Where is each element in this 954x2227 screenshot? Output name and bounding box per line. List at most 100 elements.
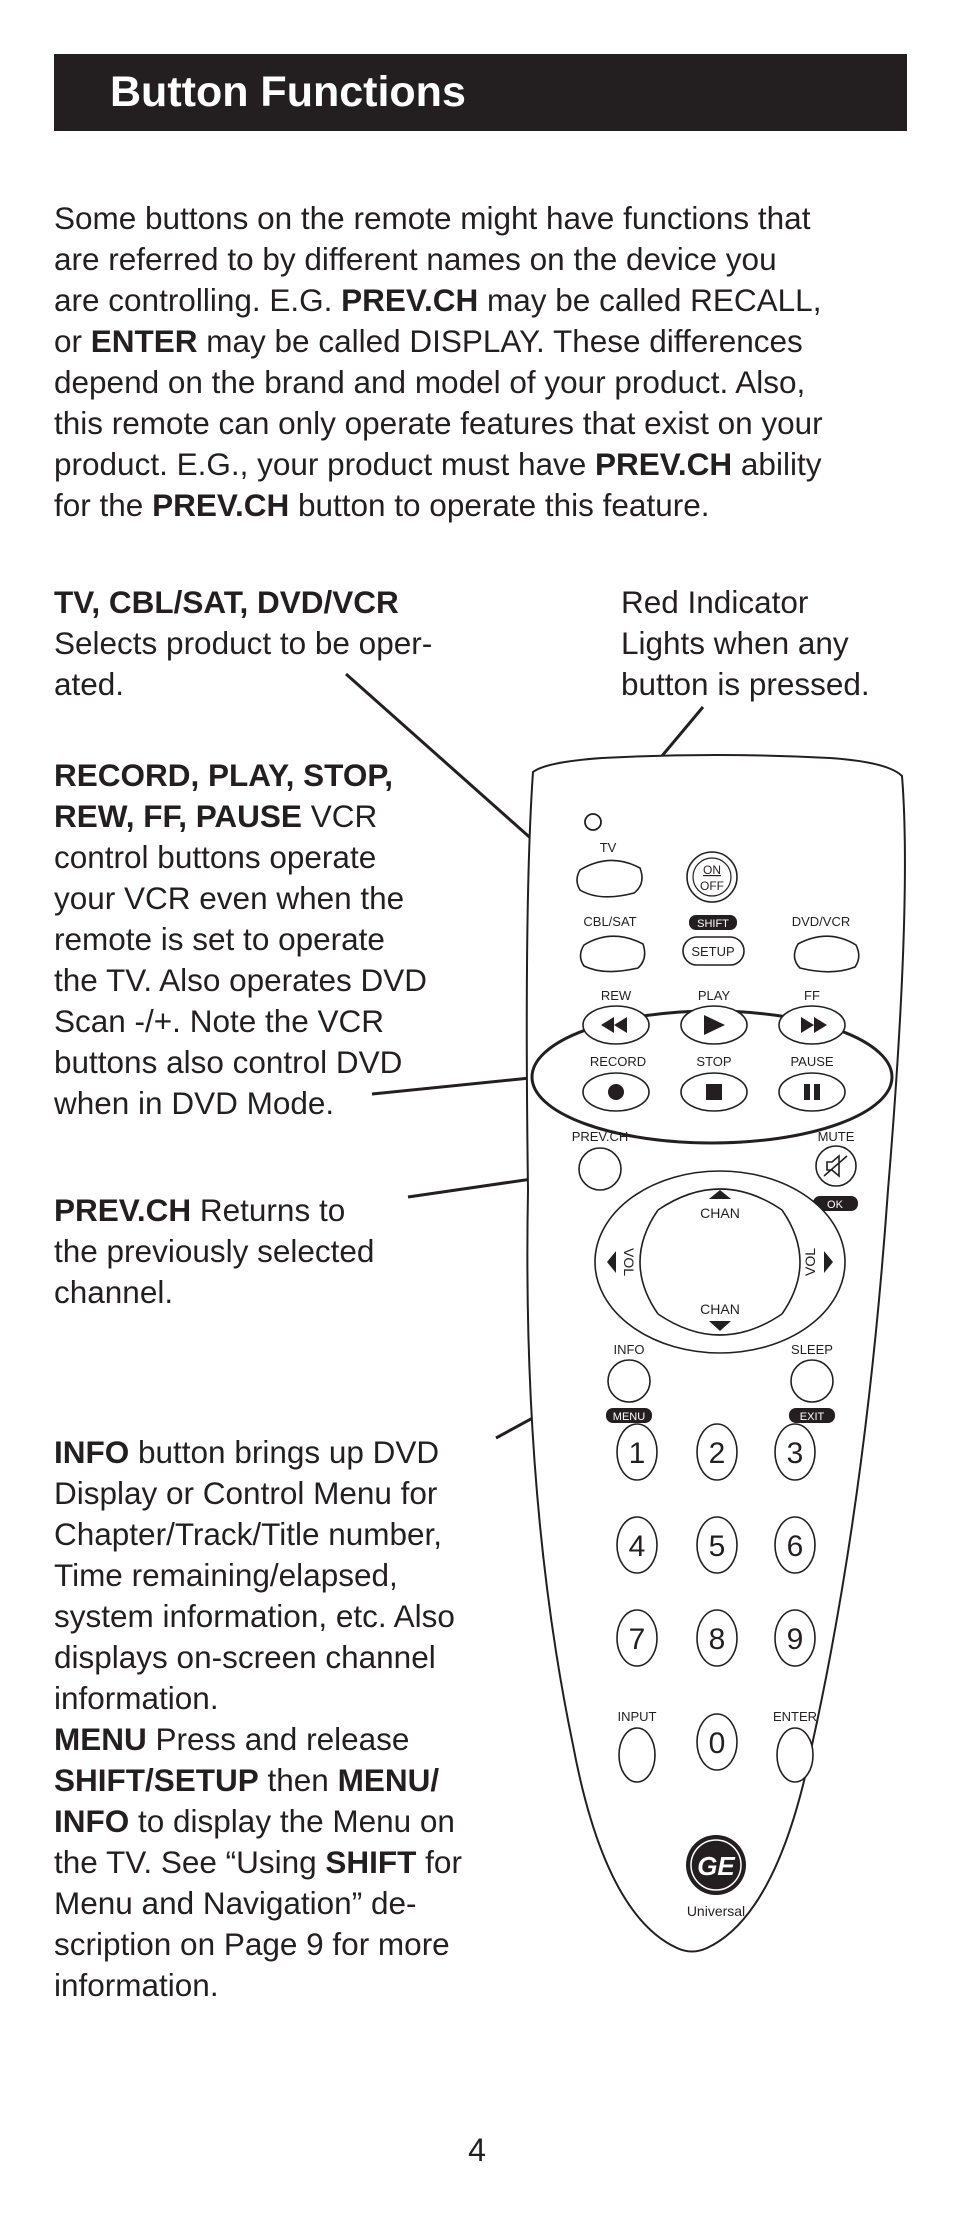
ok-tag xyxy=(813,1196,858,1211)
text-span: for xyxy=(416,1844,462,1880)
text-span: or xyxy=(54,323,91,359)
text-span: may be called RECALL, xyxy=(478,282,822,318)
power-button[interactable] xyxy=(686,851,738,903)
page-title: Button Functions xyxy=(110,68,466,116)
text-span: your VCR even when the xyxy=(54,880,405,916)
digit-label-5: 5 xyxy=(709,1530,726,1563)
text-span: the previously selected xyxy=(54,1233,375,1269)
record-icon xyxy=(608,1084,624,1100)
digit-label-3: 3 xyxy=(787,1437,804,1470)
digit-button-3[interactable] xyxy=(774,1423,816,1481)
digit-button-1[interactable] xyxy=(616,1423,658,1481)
info-button-label: INFO xyxy=(613,1342,644,1357)
text-span: Some buttons on the remote might have fu… xyxy=(54,200,811,236)
text-line: or ENTER may be called DISPLAY. These di… xyxy=(54,321,914,362)
ge-logo-ring xyxy=(690,1839,742,1891)
cbl-sat-button-label: CBL/SAT xyxy=(583,914,636,929)
power-on-label: ON xyxy=(703,863,721,877)
digit-button-0[interactable] xyxy=(696,1713,738,1771)
text-span: depend on the brand and model of your pr… xyxy=(54,364,806,400)
vol-down-button[interactable] xyxy=(639,1209,659,1315)
text-span: Lights when any xyxy=(621,625,849,661)
text-span: when in DVD Mode. xyxy=(54,1085,335,1121)
bold-term: REW, FF, PAUSE xyxy=(54,798,302,834)
text-span: information. xyxy=(54,1967,219,2003)
text-span: Scan -/+. Note the VCR xyxy=(54,1003,385,1039)
digit-button-2[interactable] xyxy=(696,1423,738,1481)
text-line: Display or Control Menu for xyxy=(54,1473,514,1514)
digit-button-9[interactable] xyxy=(774,1609,816,1667)
digit-button-4[interactable] xyxy=(616,1516,658,1574)
text-span: Selects product to be oper- xyxy=(54,625,433,661)
text-line: for the PREV.CH button to operate this f… xyxy=(54,485,914,526)
bold-term: ENTER xyxy=(90,323,198,359)
text-line: Scan -/+. Note the VCR xyxy=(54,1001,454,1042)
text-line: the TV. See “Using SHIFT for xyxy=(54,1842,514,1883)
text-line: RECORD, PLAY, STOP, xyxy=(54,755,454,796)
text-line: PREV.CH Returns to xyxy=(54,1190,454,1231)
menu-tag xyxy=(606,1408,652,1423)
brand-label: Universal xyxy=(687,1903,745,1919)
enter-button[interactable] xyxy=(776,1727,814,1783)
text-line: depend on the brand and model of your pr… xyxy=(54,362,914,403)
text-line: Selects product to be oper- xyxy=(54,623,494,664)
input-button[interactable] xyxy=(618,1727,656,1783)
text-span: information. xyxy=(54,1680,219,1716)
callout-info-menu: INFO button brings up DVD Display or Cont… xyxy=(54,1432,514,2006)
prev-ch-button[interactable] xyxy=(578,1147,622,1191)
text-span: then xyxy=(258,1762,338,1798)
bold-term: PREV.CH xyxy=(341,282,479,318)
text-span: Menu and Navigation” de- xyxy=(54,1885,417,1921)
text-span: ated. xyxy=(54,666,125,702)
text-line: Chapter/Track/Title number, xyxy=(54,1514,514,1555)
chan-up-button[interactable] xyxy=(657,1188,783,1211)
digit-button-5[interactable] xyxy=(696,1516,738,1574)
input-button-label: INPUT xyxy=(618,1709,657,1724)
text-span: ability xyxy=(732,446,822,482)
sleep-button[interactable] xyxy=(790,1359,834,1403)
red-indicator-light xyxy=(584,813,602,831)
text-line: the previously selected xyxy=(54,1231,454,1272)
text-line: information. xyxy=(54,1678,514,1719)
pause-button[interactable] xyxy=(778,1072,846,1112)
text-span: for the xyxy=(54,487,153,523)
pause-button-label: PAUSE xyxy=(790,1054,833,1069)
exit-tag xyxy=(789,1408,835,1423)
bold-term: SHIFT xyxy=(325,1844,417,1880)
digit-button-6[interactable] xyxy=(774,1516,816,1574)
tv-button[interactable] xyxy=(576,859,643,898)
prev-ch-button-label: PREV.CH xyxy=(572,1129,629,1144)
pause-icon-bar xyxy=(814,1084,820,1100)
chan-up-arrow-icon xyxy=(709,1190,731,1199)
text-span: Display or Control Menu for xyxy=(54,1475,438,1511)
play-button-label: PLAY xyxy=(698,988,731,1003)
bold-term: INFO xyxy=(54,1803,130,1839)
text-span: button brings up DVD xyxy=(129,1434,440,1470)
record-button-label: RECORD xyxy=(590,1054,646,1069)
leader-line-vcr xyxy=(371,1075,541,1096)
dvd-vcr-button[interactable] xyxy=(793,935,860,973)
chan-up-label: CHAN xyxy=(700,1205,740,1221)
digit-button-8[interactable] xyxy=(696,1609,738,1667)
ge-logo xyxy=(686,1835,746,1895)
text-span: are controlling. E.G. xyxy=(54,282,342,318)
vol-up-button[interactable] xyxy=(781,1209,801,1315)
digit-button-7[interactable] xyxy=(616,1609,658,1667)
ge-logo-text: GE xyxy=(697,1851,735,1881)
text-span: buttons also control DVD xyxy=(54,1044,403,1080)
text-span: Press and release xyxy=(146,1721,410,1757)
chan-down-button[interactable] xyxy=(657,1313,783,1336)
cbl-sat-button[interactable] xyxy=(579,935,646,973)
setup-button[interactable] xyxy=(682,936,745,966)
navigation-ring xyxy=(594,1170,846,1354)
text-span: remote is set to operate xyxy=(54,921,385,957)
text-line: remote is set to operate xyxy=(54,919,454,960)
digit-label-9: 9 xyxy=(787,1623,804,1656)
info-button[interactable] xyxy=(607,1359,651,1403)
dvd-vcr-button-label: DVD/VCR xyxy=(792,914,851,929)
tv-button-label: TV xyxy=(600,840,617,855)
